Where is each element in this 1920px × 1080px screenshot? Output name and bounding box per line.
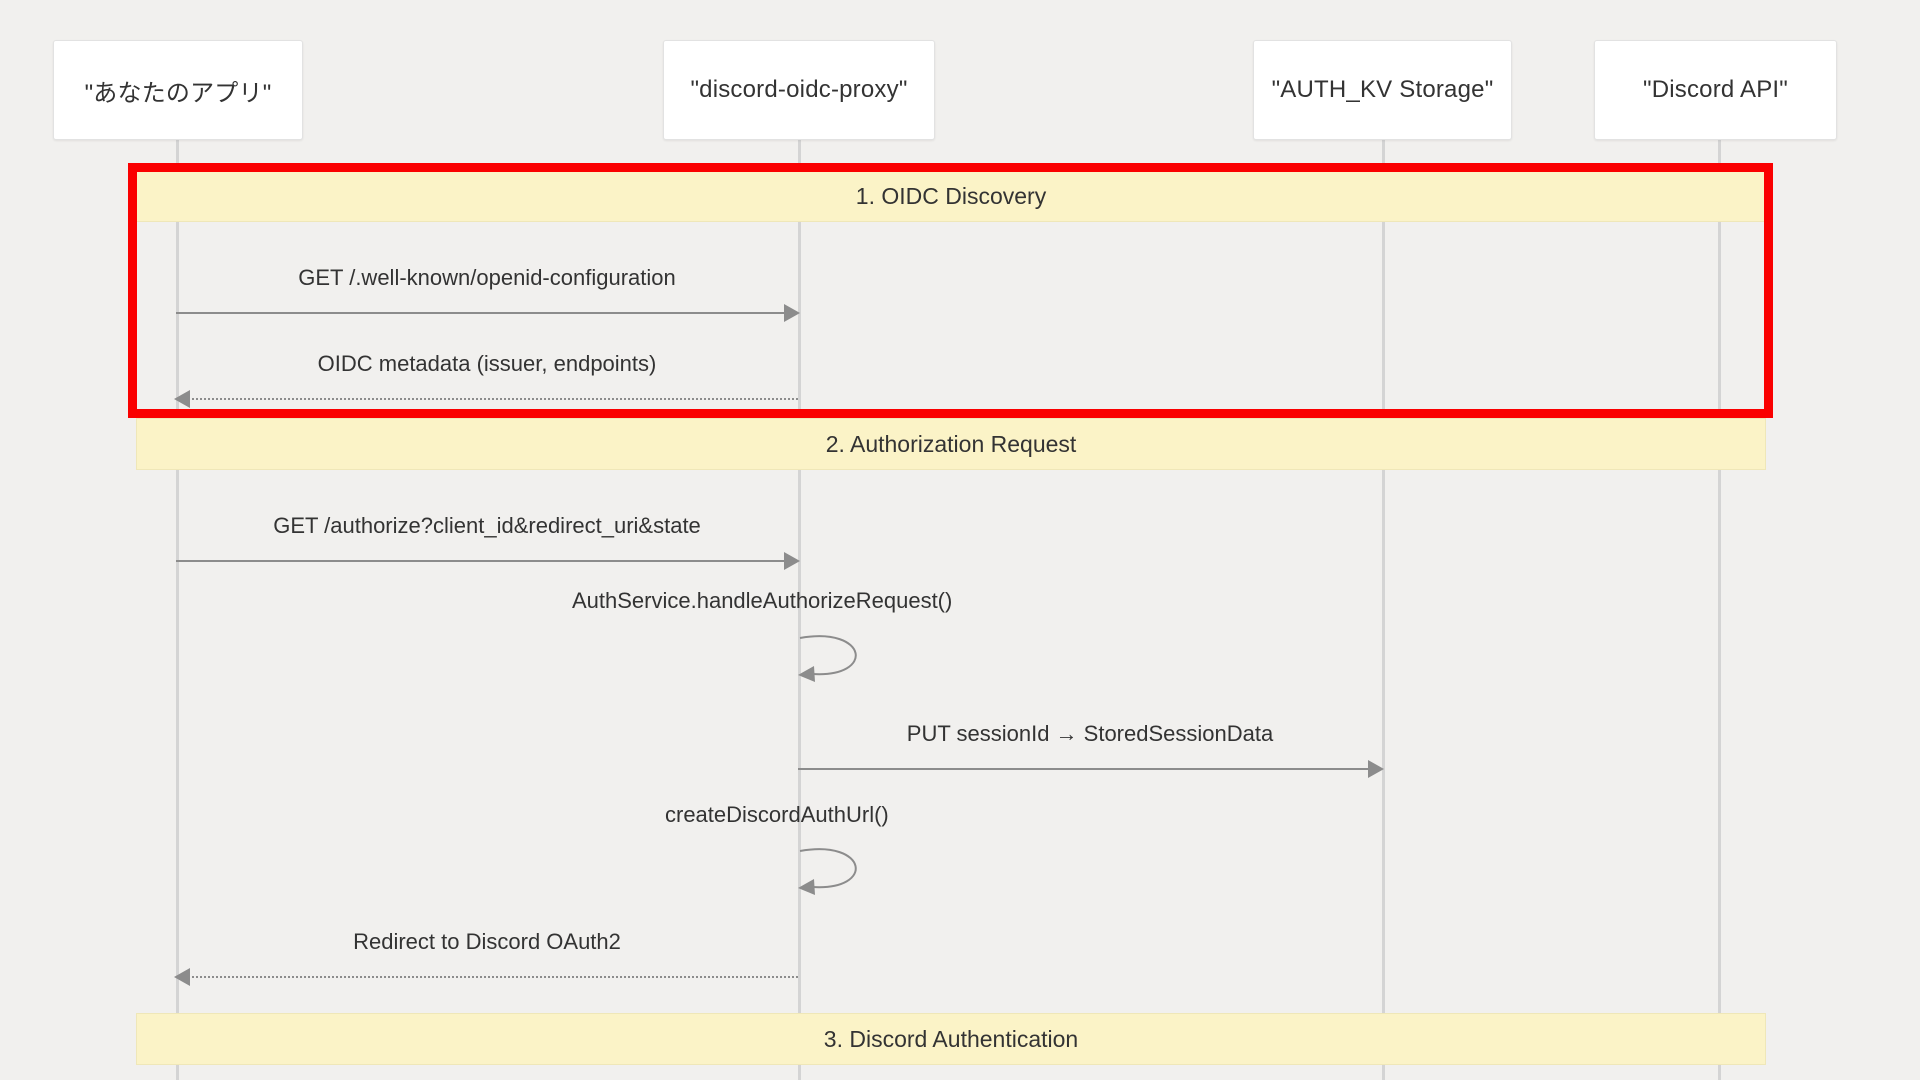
message-selfloop-m4 [798,630,888,690]
arrowhead-right-m1 [784,304,800,322]
section-band-3: 3. Discord Authentication [136,1013,1766,1065]
section-band-2: 2. Authorization Request [136,418,1766,470]
participant-label-app: "あなたのアプリ" [84,79,272,107]
section-label-1: 1. OIDC Discovery [855,182,1047,209]
message-line-m1 [176,312,798,314]
section-band-1: 1. OIDC Discovery [136,170,1766,222]
message-line-m5 [798,768,1382,770]
message-label-m1: GET /.well-known/openid-configuration [298,265,676,290]
message-selfloop-m6 [798,843,888,903]
lifeline-discord [1718,140,1721,1080]
participant-app[interactable]: "あなたのアプリ" [53,40,303,140]
message-label-m6: createDiscordAuthUrl() [665,802,889,827]
message-line-m7 [176,976,798,978]
message-label-m5: PUT sessionId → StoredSessionData [906,721,1274,746]
lifeline-kv [1382,140,1385,1080]
arrowhead-right-m3 [784,552,800,570]
participant-kv[interactable]: "AUTH_KV Storage" [1253,40,1512,140]
participant-label-proxy: "discord-oidc-proxy" [690,76,908,103]
message-label-m2: OIDC metadata (issuer, endpoints) [317,351,657,376]
participant-proxy[interactable]: "discord-oidc-proxy" [663,40,935,140]
lifeline-app [176,140,179,1080]
message-label-m3: GET /authorize?client_id&redirect_uri&st… [273,513,701,538]
section-label-3: 3. Discord Authentication [823,1025,1079,1052]
participant-discord[interactable]: "Discord API" [1594,40,1837,140]
message-line-m2 [176,398,798,400]
message-label-m7: Redirect to Discord OAuth2 [353,929,621,954]
participant-label-kv: "AUTH_KV Storage" [1271,76,1494,103]
arrowhead-left-m7 [174,968,190,986]
arrowhead-left-m2 [174,390,190,408]
arrowhead-right-m5 [1368,760,1384,778]
participant-label-discord: "Discord API" [1642,76,1789,103]
lifeline-proxy [798,140,801,1080]
message-line-m3 [176,560,798,562]
message-label-m4: AuthService.handleAuthorizeRequest() [572,588,953,613]
section-label-2: 2. Authorization Request [825,430,1077,457]
